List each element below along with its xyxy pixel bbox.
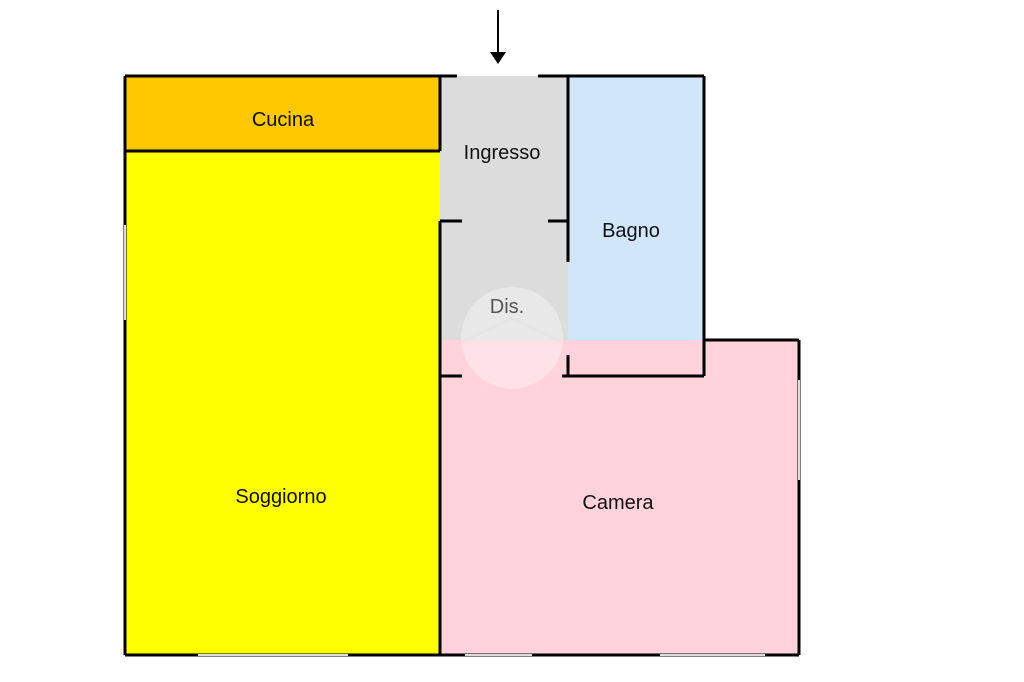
label-cucina: Cucina: [252, 109, 315, 131]
label-disimpegno: Dis.: [490, 296, 524, 318]
label-bagno: Bagno: [602, 220, 660, 242]
room-camera-fill-lower: [440, 376, 568, 386]
windows: [124, 225, 800, 656]
label-ingresso: Ingresso: [464, 142, 541, 164]
room-soggiorno-fill: [125, 151, 440, 655]
label-soggiorno: Soggiorno: [235, 486, 326, 508]
room-camera-fill: [440, 340, 799, 655]
walls: [123, 74, 801, 657]
room-cucina-fill: [125, 76, 440, 151]
label-camera: Camera: [582, 492, 654, 514]
room-bagno-fill: [568, 76, 704, 376]
down-arrow-icon: [490, 10, 506, 64]
room-ingresso-fill: [440, 76, 568, 221]
watermark-circle: [461, 287, 563, 389]
